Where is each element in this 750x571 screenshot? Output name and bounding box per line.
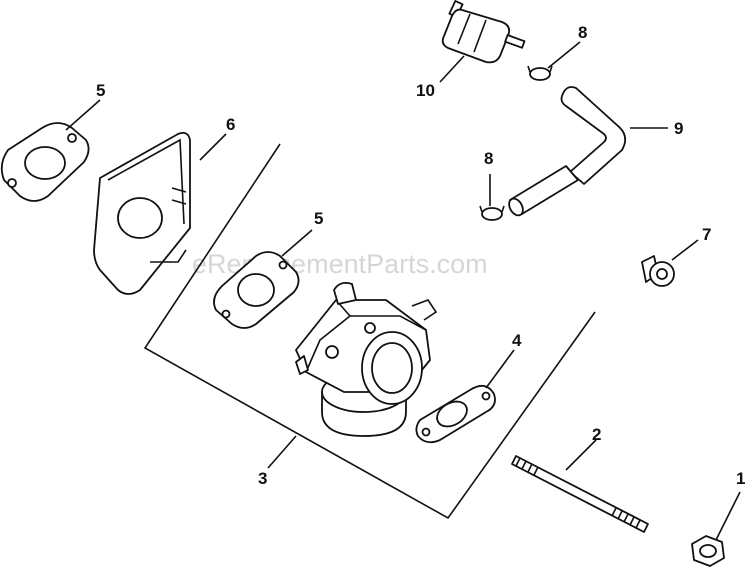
label-part-10: 10 <box>416 81 435 100</box>
gasket-upper-left <box>0 122 90 202</box>
label-part-9: 9 <box>674 119 683 138</box>
leader-lines <box>65 41 741 541</box>
label-part-4: 4 <box>512 331 522 350</box>
label-part-7: 7 <box>702 225 711 244</box>
fuel-line <box>508 86 627 217</box>
label-part-5-upper: 5 <box>96 81 105 100</box>
line-clip <box>641 255 675 287</box>
carburetor <box>295 281 438 437</box>
hex-nut <box>691 535 725 567</box>
label-part-8-upper: 8 <box>578 23 587 42</box>
label-part-5-middle: 5 <box>314 209 323 228</box>
hose-clamp-upper <box>527 65 553 81</box>
carburetor-assembly-bracket <box>143 143 596 520</box>
label-part-1: 1 <box>736 469 745 488</box>
label-part-8-lower: 8 <box>484 149 493 168</box>
label-part-2: 2 <box>592 425 601 444</box>
stud <box>511 455 649 533</box>
spacer-plate <box>93 131 191 295</box>
hose-clamp-lower <box>479 205 505 221</box>
fuel-filter <box>441 0 526 64</box>
flange-gasket <box>415 384 496 444</box>
gasket-middle <box>213 251 300 329</box>
label-part-6: 6 <box>226 115 235 134</box>
label-part-3: 3 <box>258 469 267 488</box>
